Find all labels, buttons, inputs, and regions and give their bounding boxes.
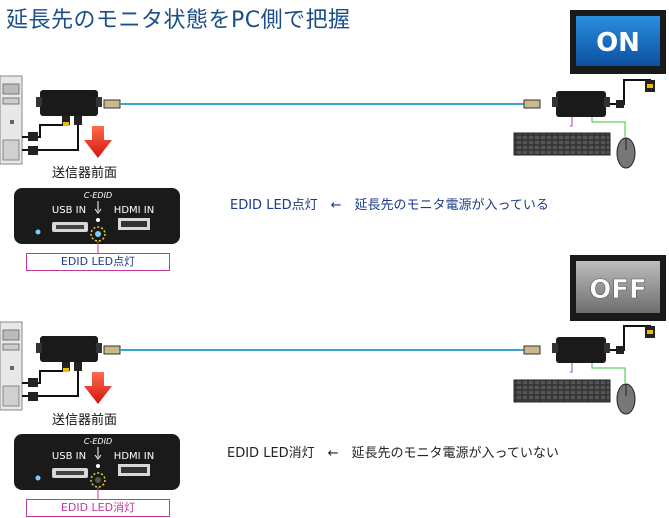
- transmitter-unit: [36, 90, 102, 116]
- monitor-off-text: OFF: [589, 275, 647, 305]
- transmitter-front-panel: USB IN C-EDID HDMI IN: [14, 188, 180, 244]
- status-description: EDID LED消灯 ← 延長先のモニタ電源が入っていない: [227, 446, 559, 461]
- front-panel-label: 送信器前面: [52, 166, 118, 181]
- transmitter-unit: [36, 336, 102, 362]
- transmitter-front-panel: USB IN C-EDID HDMI IN: [14, 434, 180, 490]
- panel-off: OFF USB IN C-EDID HDMI IN: [0, 255, 666, 499]
- status-description: EDID LED点灯 ← 延長先のモニタ電源が入っている: [230, 198, 549, 213]
- led-status-tag: EDID LED点灯: [26, 253, 170, 271]
- svg-text:USB IN: USB IN: [52, 205, 86, 216]
- keyboard-icon: [513, 379, 611, 403]
- pc-tower-icon: [0, 75, 23, 165]
- svg-text:C-EDID: C-EDID: [84, 437, 112, 446]
- receiver-unit: [552, 337, 610, 363]
- down-arrow-icon: [84, 126, 112, 158]
- down-arrow-icon: [84, 372, 112, 404]
- keyboard-icon: [513, 132, 611, 156]
- svg-text:C-EDID: C-EDID: [84, 191, 112, 200]
- svg-text:USB IN: USB IN: [52, 451, 86, 462]
- front-panel-label: 送信器前面: [52, 413, 118, 428]
- panel-on: ON USB IN C-EDID HDMI IN: [0, 10, 666, 253]
- pc-tower-icon: [0, 321, 23, 411]
- monitor-on-text: ON: [596, 28, 640, 58]
- page-title: 延長先のモニタ状態をPC側で把握: [6, 8, 351, 33]
- svg-text:HDMI IN: HDMI IN: [114, 451, 154, 462]
- monitor-off: OFF: [570, 255, 666, 321]
- svg-text:HDMI IN: HDMI IN: [114, 205, 154, 216]
- receiver-unit: [552, 91, 610, 117]
- led-status-tag: EDID LED消灯: [26, 499, 170, 517]
- monitor-on: ON: [570, 10, 666, 74]
